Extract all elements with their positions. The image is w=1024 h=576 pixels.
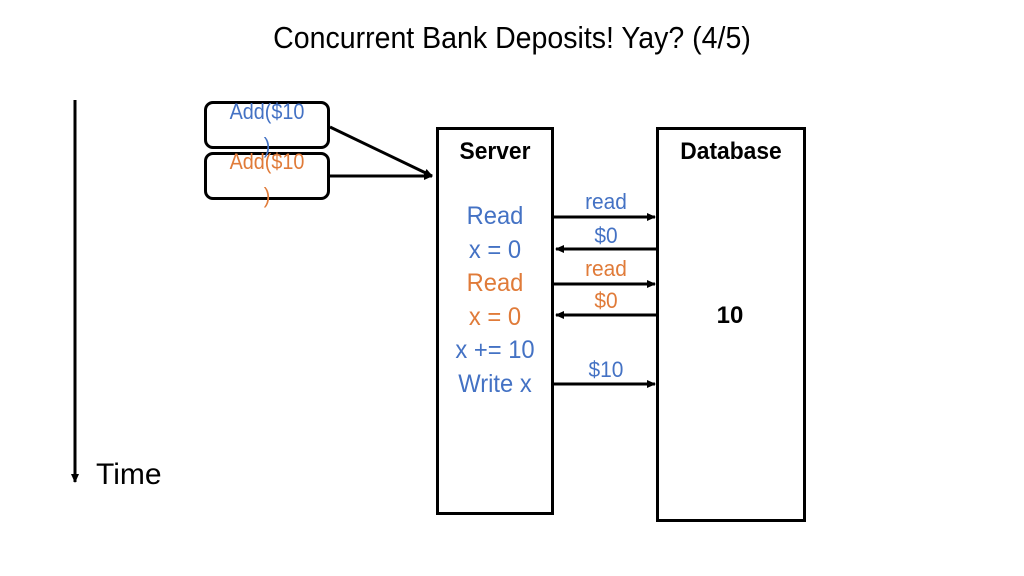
server-step-6: Write x	[458, 369, 532, 398]
message-label-4: $0	[594, 288, 618, 313]
database-title: Database	[680, 138, 782, 165]
message-label-2: $0	[594, 223, 618, 248]
server-title: Server	[459, 138, 531, 165]
server-step-2: x = 0	[468, 235, 522, 264]
slide-title: Concurrent Bank Deposits! Yay? (4/5)	[273, 20, 751, 55]
request-label-2: Add($10 )	[229, 149, 305, 208]
database-box	[656, 127, 806, 522]
server-step-5: x += 10	[455, 336, 535, 364]
server-box	[436, 127, 554, 515]
server-step-3: Read	[466, 269, 524, 297]
message-label-5: $10	[588, 357, 624, 382]
request-label-1: Add($10 )	[229, 99, 305, 158]
server-step-1: Read	[466, 202, 524, 230]
request-box-2	[204, 152, 330, 200]
server-step-4: x = 0	[468, 302, 522, 331]
time-label: Time	[96, 458, 162, 491]
message-label-3: read	[585, 256, 627, 281]
request-1-arrow	[329, 125, 433, 178]
message-label-1: read	[585, 189, 627, 214]
request-box-1	[204, 101, 330, 149]
database-value: 10	[716, 302, 744, 329]
